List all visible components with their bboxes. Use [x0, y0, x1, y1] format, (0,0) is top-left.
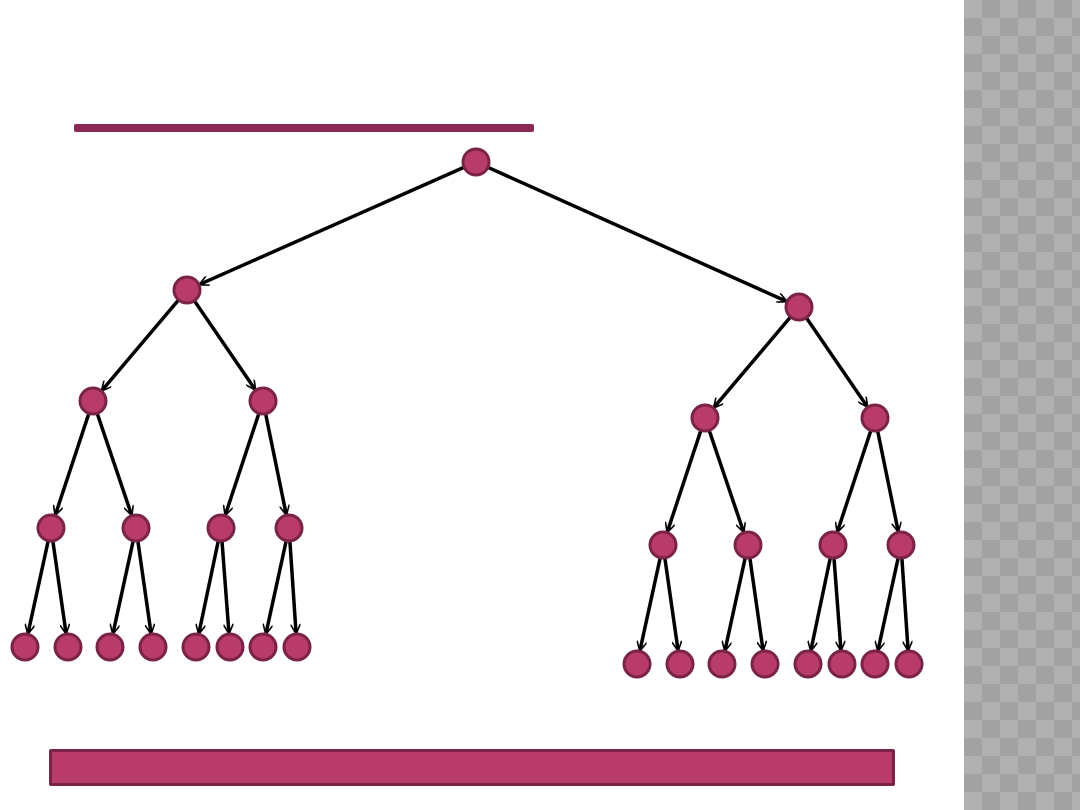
tree-node-LLR: [121, 513, 151, 543]
edge-RR-RRR: [875, 430, 899, 532]
tree-node-RRRR: [894, 649, 924, 679]
slide-canvas: [10, 124, 924, 786]
tree-node-LLRR: [138, 632, 168, 662]
edge-R-RL: [714, 315, 792, 407]
edge-RRR-RRRR: [900, 557, 908, 650]
tree-node-RRL: [818, 530, 848, 560]
edge-LRL-LRLR: [220, 540, 229, 633]
edge-RLR-RLRR: [748, 557, 763, 650]
tree-node-LLRL: [95, 632, 125, 662]
edge-RRL-RRLR: [832, 557, 841, 650]
edge-LL-LLR: [95, 412, 131, 514]
tree-nodes: [10, 147, 924, 679]
tree-node-R: [784, 292, 814, 322]
binary-tree-diagram: [10, 147, 924, 679]
edge-LL-LLL: [55, 412, 91, 514]
edge-LRL-LRLL: [199, 540, 221, 634]
edge-LRR-LRRL: [266, 540, 288, 634]
tree-node-RRR: [886, 530, 916, 560]
edge-LR-LRR: [263, 413, 287, 515]
tree-node-LRRR: [282, 632, 312, 662]
edge-RL-RLR: [707, 429, 743, 531]
tree-node-LRLL: [181, 632, 211, 662]
edge-LLL-LLLL: [28, 540, 50, 634]
edge-LLR-LLRR: [136, 540, 151, 633]
edge-LR-LRL: [225, 412, 261, 514]
footer-bar: [49, 749, 895, 786]
title-underline: [74, 124, 534, 132]
tree-node-RL: [690, 403, 720, 433]
tree-node-LLLR: [53, 632, 83, 662]
edge-L-LR: [192, 299, 255, 390]
tree-node-LRRL: [248, 632, 278, 662]
tree-node-RLL: [648, 530, 678, 560]
edge-RLL-RLLR: [663, 557, 678, 650]
tree-node-LRR: [274, 513, 304, 543]
edge-RR-RRL: [837, 429, 873, 531]
tree-node-RRLL: [793, 649, 823, 679]
tree-edges: [28, 165, 908, 651]
tree-node-RRRL: [860, 649, 890, 679]
edge-RL-RLL: [667, 429, 703, 531]
tree-node-LLL: [36, 513, 66, 543]
edge-root-R: [487, 165, 786, 301]
tree-node-root: [461, 147, 491, 177]
edge-RRL-RRLL: [811, 557, 833, 651]
edge-LLL-LLLR: [51, 540, 66, 633]
tree-node-RRLR: [827, 649, 857, 679]
tree-node-RLLR: [665, 649, 695, 679]
tree-node-LL: [78, 386, 108, 416]
edge-LRR-LRRR: [288, 540, 296, 633]
edge-RRR-RRRL: [878, 557, 900, 651]
tree-node-LLLL: [10, 632, 40, 662]
edge-R-RR: [804, 316, 867, 407]
edge-L-LL: [102, 298, 180, 390]
edge-RLL-RLLL: [640, 557, 662, 651]
edge-RLR-RLRL: [725, 557, 747, 651]
tree-node-RR: [860, 403, 890, 433]
tree-node-RLRR: [750, 649, 780, 679]
tree-node-LRL: [206, 513, 236, 543]
tree-node-RLRL: [707, 649, 737, 679]
tree-node-L: [172, 275, 202, 305]
edge-LLR-LLRL: [113, 540, 135, 634]
tree-node-RLR: [733, 530, 763, 560]
tree-node-LRLR: [215, 632, 245, 662]
side-pattern-panel: [964, 0, 1080, 810]
tree-node-LR: [248, 386, 278, 416]
edge-root-L: [200, 165, 465, 284]
tree-node-RLLL: [622, 649, 652, 679]
